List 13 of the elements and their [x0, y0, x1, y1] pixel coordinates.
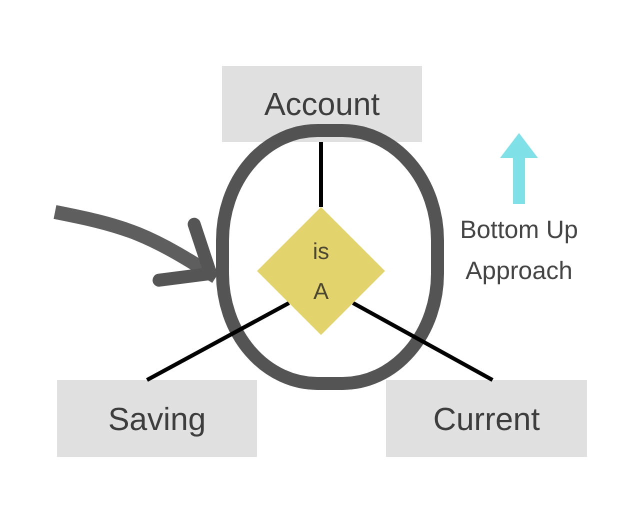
- relationship-diamond: [257, 207, 385, 335]
- entity-box: [57, 380, 257, 457]
- entity-box: [386, 380, 587, 457]
- connector-line: [319, 142, 323, 207]
- entity-box: [222, 66, 422, 142]
- entity-name: Saving: [108, 400, 206, 436]
- relationship-label: is A: [312, 237, 330, 306]
- highlight-ring: [216, 124, 444, 390]
- entity-name: Current: [433, 400, 540, 436]
- entity-name: Account: [264, 86, 380, 122]
- connector-line: [352, 301, 494, 382]
- annotation-text: Bottom Up Approach: [458, 215, 580, 287]
- connector-line: [146, 301, 290, 382]
